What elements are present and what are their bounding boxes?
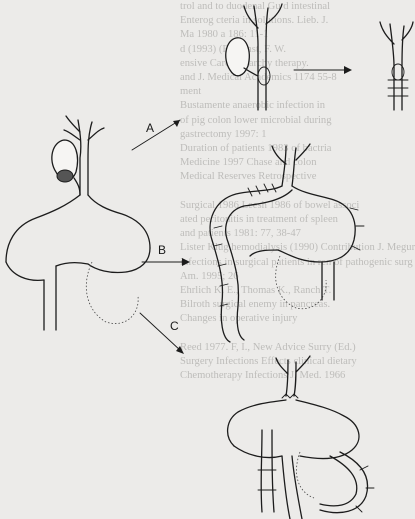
label-a: A [146,121,154,135]
arrow-a-result [294,66,352,74]
gallstone [57,170,73,182]
panel-a-step2 [380,22,413,110]
arrow-a [132,120,180,150]
panel-a-step1 [226,4,282,110]
excised-gallbladder [226,38,250,76]
label-b: B [158,243,166,257]
panel-b-reconstruction [210,144,364,342]
arrow-b [142,258,190,266]
label-c: C [170,319,179,333]
original-anatomy-drawing [6,116,150,330]
panel-c-reconstruction [228,356,374,519]
